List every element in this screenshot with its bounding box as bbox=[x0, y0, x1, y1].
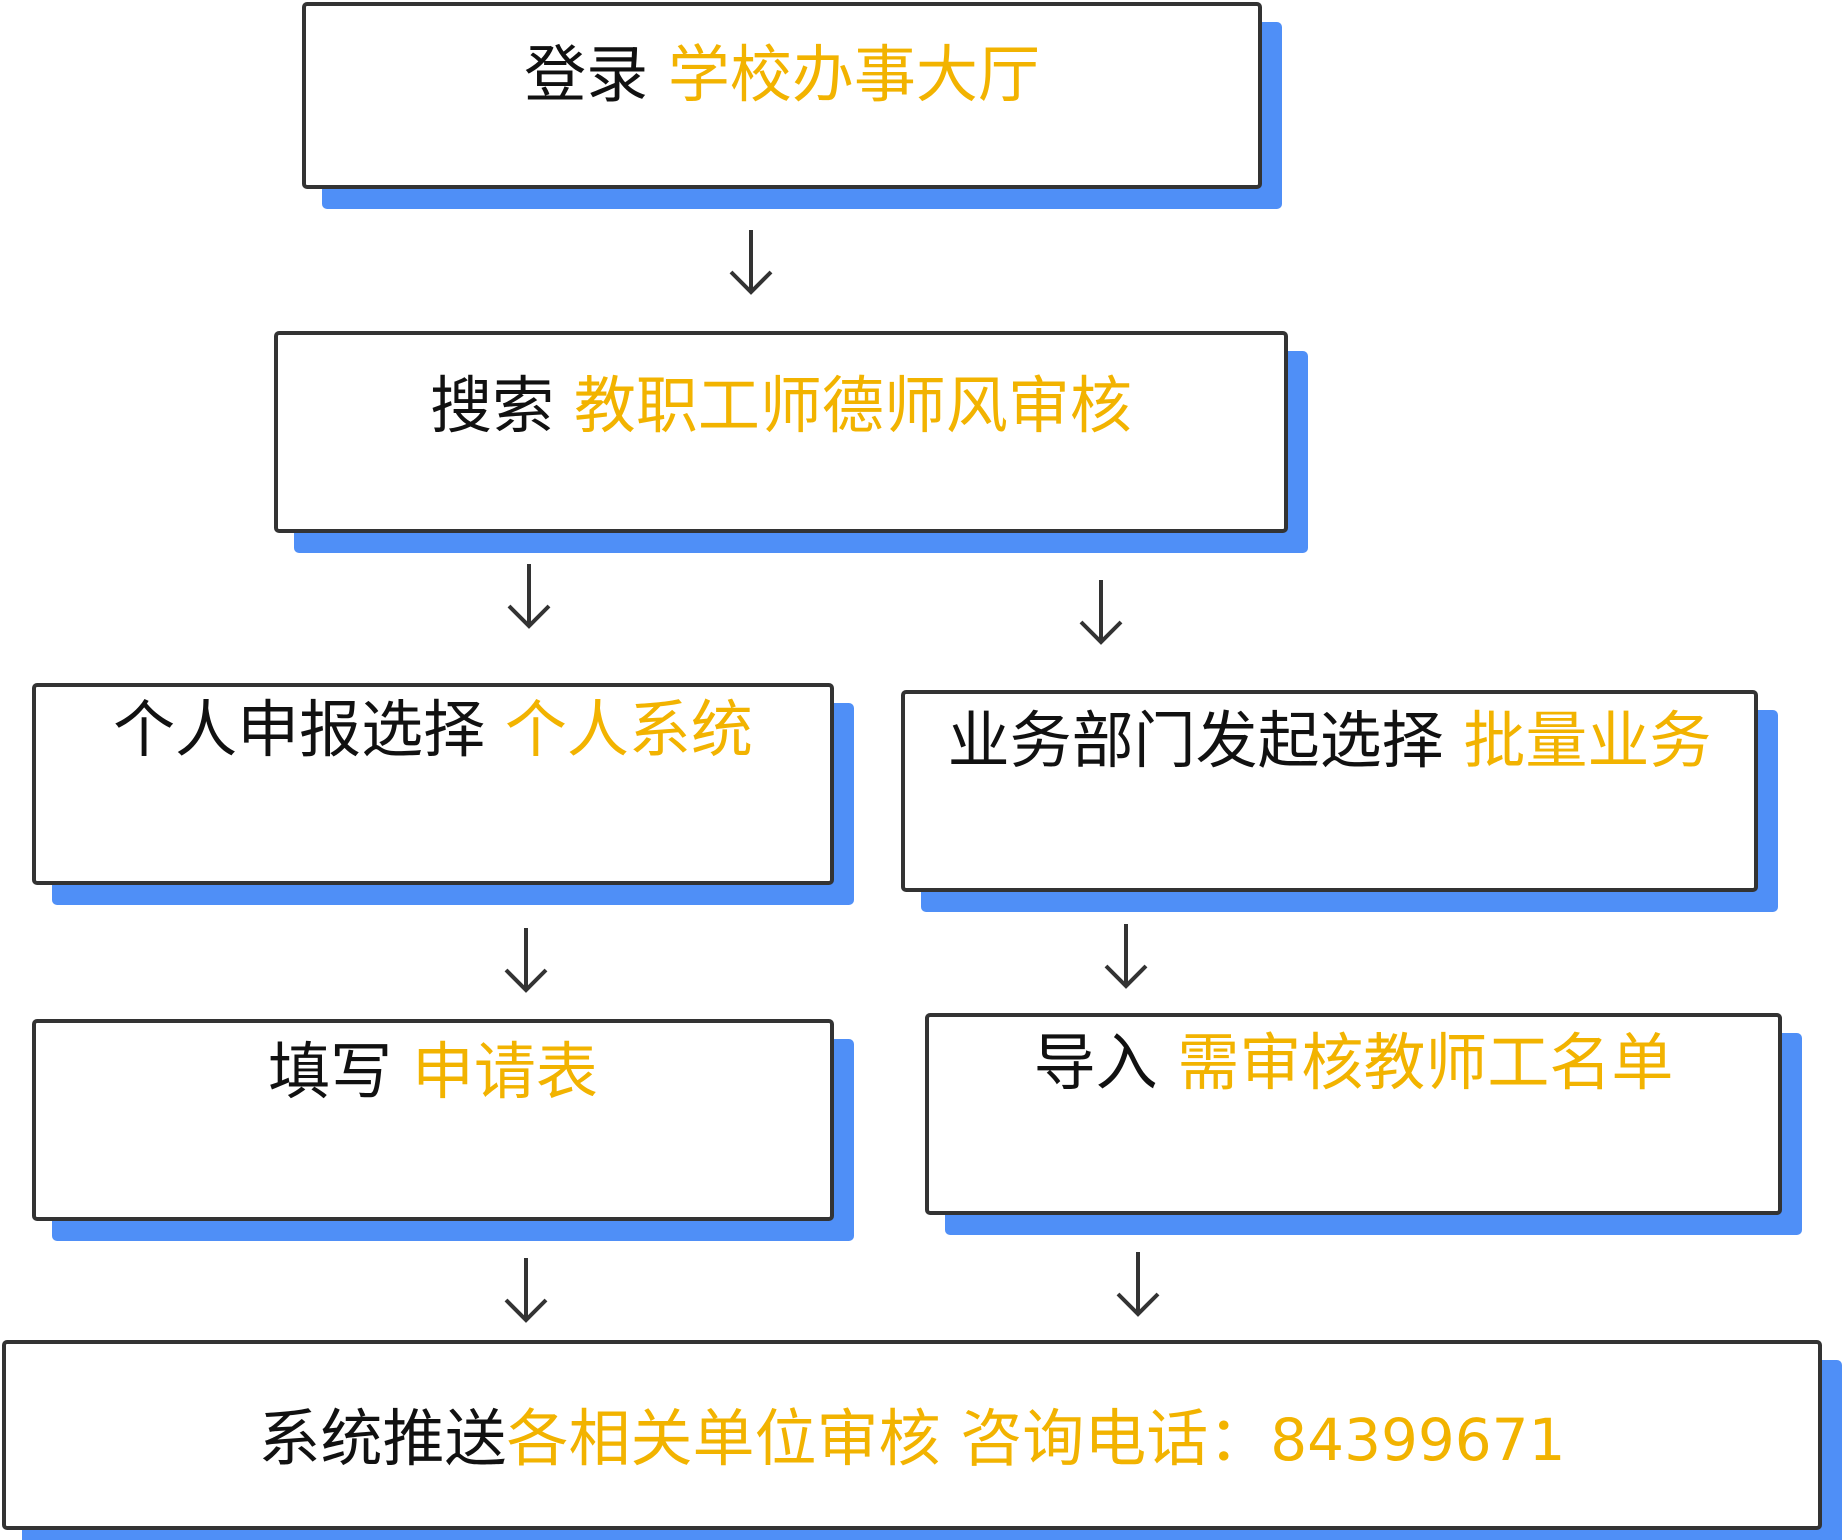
consult-phone-number: 84399671 bbox=[1270, 1406, 1566, 1474]
consult-phone-label: 咨询电话： bbox=[940, 1402, 1271, 1475]
step-personal-text: 个人申报选择 个人系统 bbox=[36, 699, 830, 761]
step-fill-action: 填写 bbox=[268, 1035, 412, 1108]
step-batch-target: 批量业务 bbox=[1463, 704, 1712, 777]
step-search-box: 搜索 教职工师德师风审核 bbox=[274, 331, 1288, 533]
step-push-target: 各相关单位审核 bbox=[506, 1402, 941, 1475]
arrow-down-icon bbox=[507, 564, 551, 629]
step-batch-action: 业务部门发起选择 bbox=[947, 704, 1464, 777]
step-import-text: 导入 需审核教师工名单 bbox=[929, 1032, 1778, 1094]
arrow-down-icon bbox=[1079, 580, 1123, 645]
step-import-action: 导入 bbox=[1033, 1026, 1178, 1099]
step-personal-action: 个人申报选择 bbox=[113, 693, 505, 766]
step-search-action: 搜索 bbox=[430, 369, 574, 442]
step-push-action: 系统推送 bbox=[258, 1402, 507, 1475]
step-personal-target: 个人系统 bbox=[504, 693, 753, 766]
arrow-down-icon bbox=[504, 928, 548, 993]
arrow-down-icon bbox=[729, 230, 773, 295]
step-fill-text: 填写 申请表 bbox=[36, 1041, 830, 1103]
step-login-action: 登录 bbox=[524, 38, 668, 111]
step-login-target: 学校办事大厅 bbox=[667, 38, 1040, 111]
step-search-text: 搜索 教职工师德师风审核 bbox=[278, 375, 1284, 437]
step-login-box: 登录 学校办事大厅 bbox=[302, 2, 1262, 189]
step-import-target: 需审核教师工名单 bbox=[1177, 1026, 1674, 1099]
arrow-down-icon bbox=[504, 1258, 548, 1323]
step-import-box: 导入 需审核教师工名单 bbox=[925, 1013, 1782, 1215]
step-push-text: 系统推送各相关单位审核 咨询电话：84399671 bbox=[6, 1408, 1818, 1470]
step-fill-box: 填写 申请表 bbox=[32, 1019, 834, 1221]
step-fill-target: 申请表 bbox=[411, 1035, 598, 1108]
step-login-text: 登录 学校办事大厅 bbox=[306, 44, 1258, 106]
arrow-down-icon bbox=[1104, 924, 1148, 989]
arrow-down-icon bbox=[1116, 1252, 1160, 1317]
step-batch-text: 业务部门发起选择 批量业务 bbox=[905, 710, 1754, 772]
step-personal-box: 个人申报选择 个人系统 bbox=[32, 683, 834, 885]
step-batch-box: 业务部门发起选择 批量业务 bbox=[901, 690, 1758, 892]
step-search-target: 教职工师德师风审核 bbox=[573, 369, 1132, 442]
step-push-box: 系统推送各相关单位审核 咨询电话：84399671 bbox=[2, 1340, 1822, 1530]
